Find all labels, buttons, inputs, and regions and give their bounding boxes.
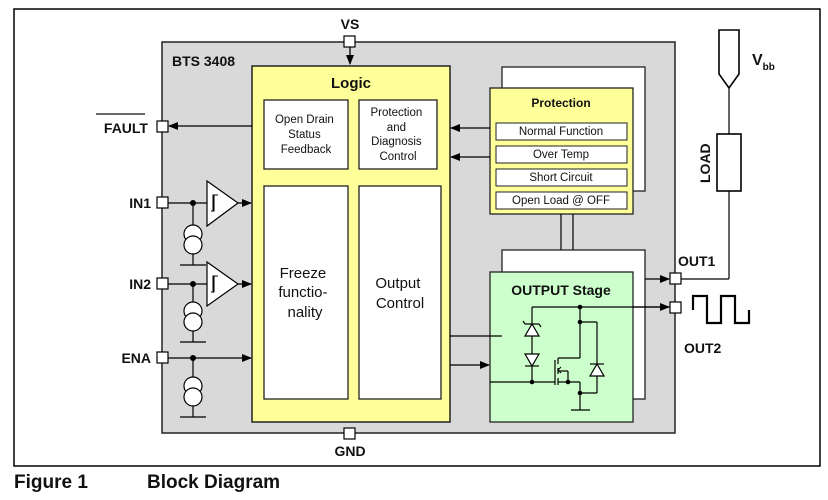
- svg-text:Output Control: Output Control: [375, 275, 424, 312]
- svg-text:Protection and Diagnos: Protection and Diagnosis Control: [371, 107, 426, 163]
- output-control-line-2: Control: [376, 295, 424, 312]
- open-drain-line-1: Open Drain: [275, 114, 334, 126]
- supply-label: Vbb: [752, 52, 775, 73]
- protection-item: Over Temp: [495, 145, 628, 164]
- pin-ena: [156, 351, 169, 364]
- pin-label-fault: FAULT: [104, 120, 149, 136]
- freeze-line-3: nality: [287, 304, 323, 321]
- freeze-line-2: functio-: [278, 284, 327, 301]
- pin-label-gnd: GND: [334, 443, 365, 459]
- prot-diag-line-1: Protection: [371, 107, 423, 119]
- pin-in1: [156, 196, 169, 209]
- output-control-box: [358, 185, 442, 400]
- prot-diag-control-box: [358, 99, 438, 170]
- open-drain-line-3: Feedback: [281, 144, 332, 156]
- in2-schmitt-buffer: [206, 260, 240, 308]
- freeze-line-1: Freeze: [280, 265, 327, 282]
- open-drain-box: [263, 99, 349, 170]
- svg-text:Open Drain Status Feed: Open Drain Status Feedback: [275, 114, 337, 156]
- chip-name: BTS 3408: [172, 53, 235, 69]
- pin-label-out1: OUT1: [678, 253, 716, 269]
- load-label: LOAD: [697, 143, 713, 183]
- prot-diag-line-3: Diagnosis: [371, 136, 422, 148]
- protection-item: Open Load @ OFF: [495, 191, 628, 210]
- in1-hysteresis-icon: [211, 194, 218, 212]
- pin-label-out2: OUT2: [684, 340, 722, 356]
- pin-label-in1: IN1: [129, 195, 151, 211]
- figure-title: Block Diagram: [147, 472, 281, 493]
- load-resistor: [716, 133, 742, 192]
- protection-item: Normal Function: [495, 122, 628, 141]
- svg-text:Normal Function: Normal Function: [519, 126, 603, 138]
- protection-title: Protection: [531, 96, 590, 110]
- pin-out1: [669, 272, 682, 285]
- logic-title: Logic: [331, 75, 371, 92]
- svg-text:Short Circuit: Short Circuit: [529, 172, 593, 184]
- pin-vs: [343, 35, 356, 48]
- svg-text:Over Temp: Over Temp: [533, 149, 589, 161]
- pin-out2: [669, 301, 682, 314]
- output-stage-title: OUTPUT Stage: [511, 282, 611, 298]
- pin-gnd: [343, 427, 356, 440]
- output-stage-block: [489, 271, 634, 423]
- svg-text:Freeze functio- nality: Freeze functio- nality: [278, 265, 331, 321]
- prot-diag-line-2: and: [387, 122, 406, 134]
- pin-fault: [156, 120, 169, 133]
- output-control-line-1: Output: [375, 275, 421, 292]
- pwm-waveform-icon: [691, 294, 751, 325]
- pin-label-vs: VS: [341, 16, 360, 32]
- figure-number: Figure 1: [14, 472, 88, 493]
- prot-diag-line-4: Control: [379, 151, 416, 163]
- protection-item: Short Circuit: [495, 168, 628, 187]
- in2-hysteresis-icon: [211, 275, 218, 293]
- pin-label-in2: IN2: [129, 276, 151, 292]
- svg-text:Open Load @ OFF: Open Load @ OFF: [512, 195, 610, 207]
- open-drain-line-2: Status: [288, 129, 321, 141]
- in1-schmitt-buffer: [206, 179, 240, 228]
- vbb-supply-terminal-icon: [718, 29, 740, 90]
- pin-label-ena: ENA: [121, 350, 151, 366]
- circuit-nodes: [529, 304, 583, 396]
- freeze-box: [263, 185, 349, 400]
- pin-in2: [156, 277, 169, 290]
